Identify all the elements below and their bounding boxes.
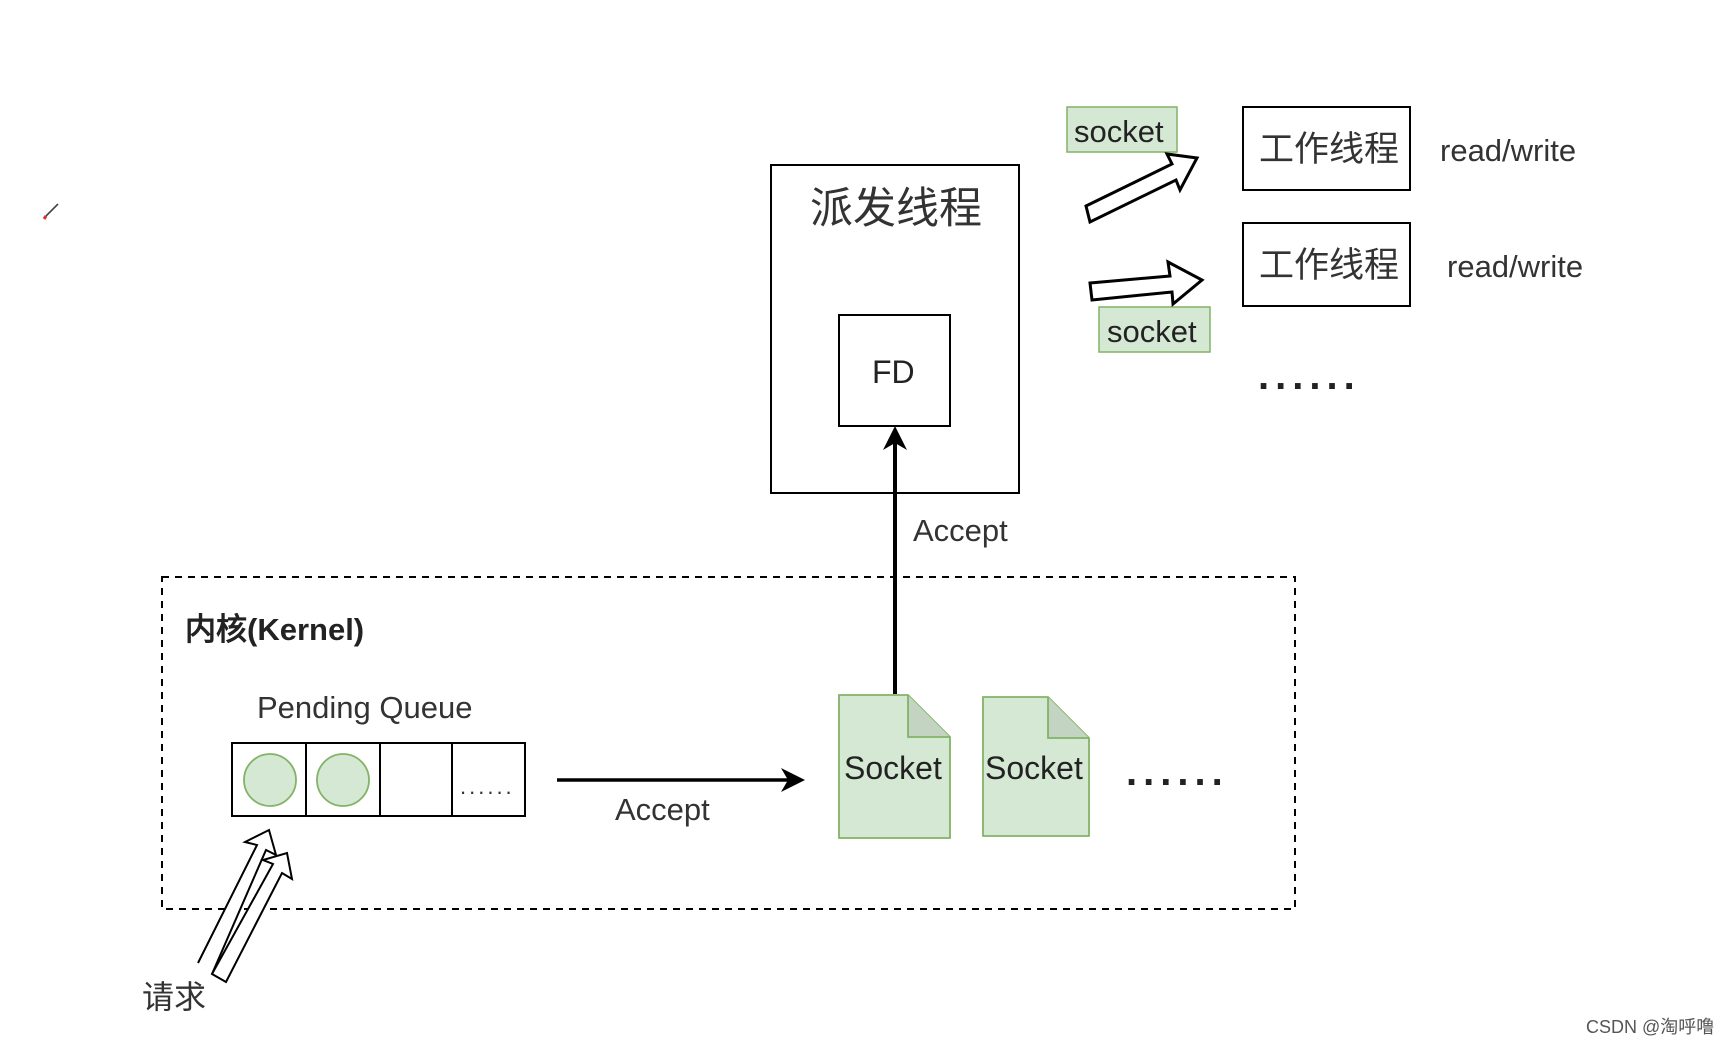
socket-doc-label-1: Socket <box>844 750 942 786</box>
worker-box-1 <box>1242 106 1411 191</box>
pending-queue <box>231 742 526 817</box>
accept-up-label: Accept <box>913 513 1008 548</box>
request-arrow <box>197 828 294 984</box>
fd-label: FD <box>872 354 915 390</box>
socket-tag-label-2: socket <box>1107 314 1197 349</box>
queue-more: ...... <box>460 774 515 799</box>
dispatcher-title: 派发线程 <box>810 185 982 233</box>
dispatch-arrow-2 <box>1088 259 1205 307</box>
socket-tag-1 <box>1066 106 1178 153</box>
queue-item <box>316 753 370 807</box>
fd-box <box>838 314 951 427</box>
accept-right-label: Accept <box>615 792 710 827</box>
worker-label-1: 工作线程 <box>1259 130 1400 169</box>
dispatch-arrow-1 <box>1084 152 1200 225</box>
socket-tag-label-1: socket <box>1074 114 1164 149</box>
sockets-more: ...... <box>1126 750 1229 794</box>
socket-doc-2 <box>982 696 1090 837</box>
worker-op-2: read/write <box>1447 249 1584 284</box>
kernel-region <box>161 576 1296 910</box>
request-label: 请求 <box>142 979 207 1015</box>
queue-title: Pending Queue <box>257 690 473 725</box>
queue-item <box>243 753 297 807</box>
workers-more: ...... <box>1258 354 1361 398</box>
watermark: CSDN @淘呼噜 <box>1586 1017 1715 1037</box>
pen-icon <box>42 203 59 220</box>
socket-doc-1 <box>838 694 951 839</box>
accept-up-arrowhead <box>883 426 907 450</box>
accept-right-arrowhead <box>781 768 805 792</box>
worker-box-2 <box>1242 222 1411 307</box>
worker-op-1: read/write <box>1440 133 1577 168</box>
worker-label-2: 工作线程 <box>1259 246 1400 285</box>
kernel-title: 内核(Kernel) <box>185 612 365 647</box>
socket-doc-label-2: Socket <box>985 750 1083 786</box>
socket-tag-2 <box>1098 306 1211 353</box>
